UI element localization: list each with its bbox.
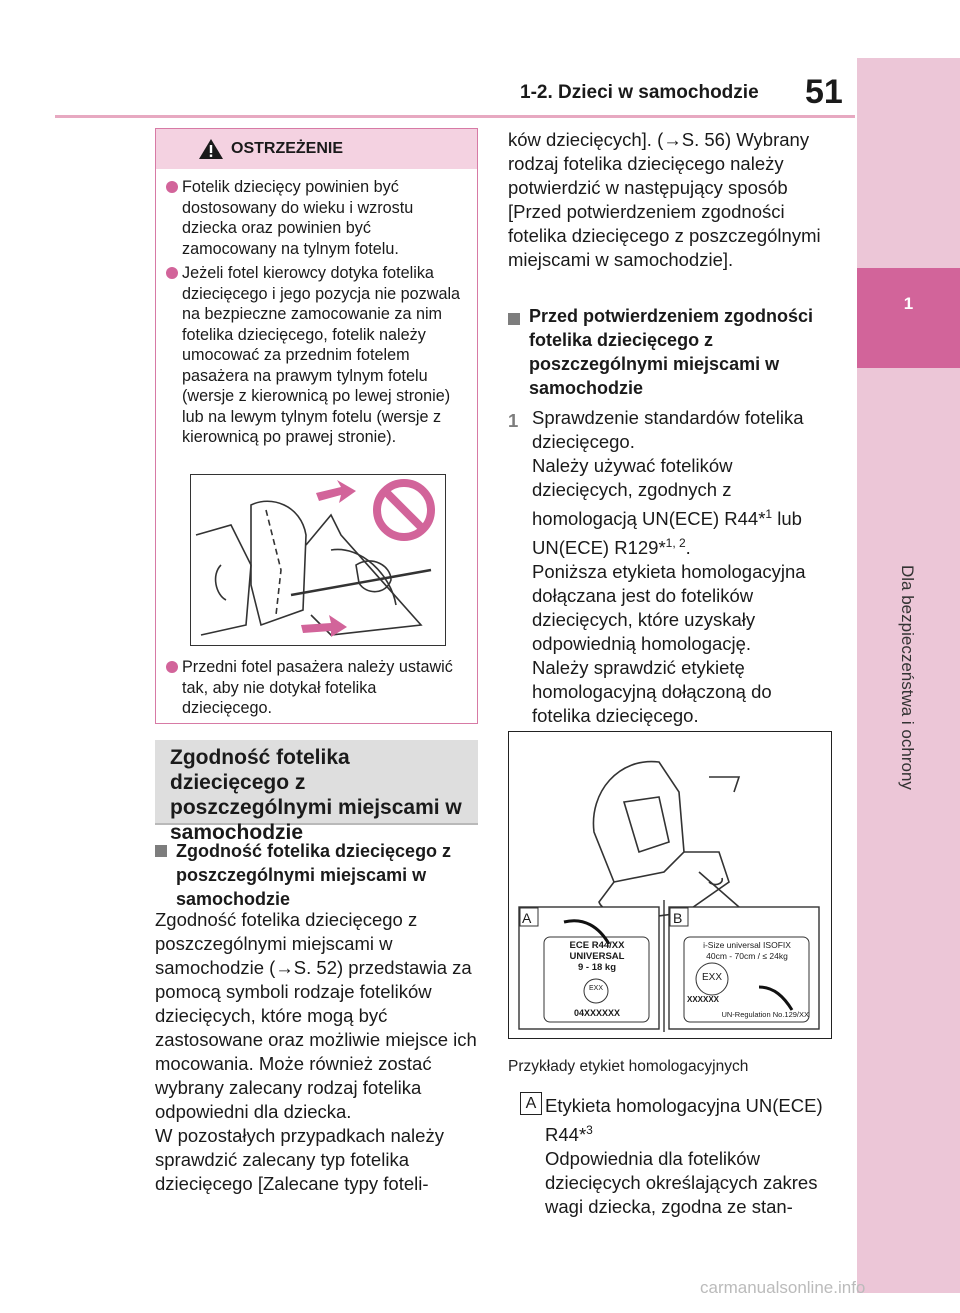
child-seat-collision-illustration xyxy=(190,474,446,646)
chapter-title: Dla bezpieczeństwa i ochrony xyxy=(898,565,917,790)
header-rule xyxy=(55,115,855,118)
label-b-regulation: UN-Regulation No.129/XX xyxy=(721,1010,809,1019)
warning-item: Jeżeli fotel kierowcy dotyka fotelika dz… xyxy=(166,263,466,448)
body-paragraph: ków dziecięcych]. (→S. 56) Wybrany rodza… xyxy=(508,129,821,270)
square-bullet-icon xyxy=(508,313,520,325)
label-a-mark: EXX xyxy=(588,985,603,992)
label-b-code: XXXXXX xyxy=(687,995,720,1004)
chapter-number: 1 xyxy=(903,294,914,313)
bullet-icon xyxy=(166,661,178,673)
label-a-description: Etykieta homologacyjna UN(ECE) R44*3 Odp… xyxy=(545,1095,823,1218)
side-tab xyxy=(857,58,960,1293)
step-number: 1 xyxy=(508,410,519,431)
body-paragraph: Zgodność fotelika dziecięcego z poszczeg… xyxy=(155,909,477,1194)
label-a-text: ECE R44/XX UNIVERSAL 9 - 18 kg xyxy=(569,940,625,973)
subheading: Przed potwierdzeniem zgodności fotelika … xyxy=(529,306,814,398)
page-number: 51 xyxy=(805,73,843,111)
label-b-tag: B xyxy=(673,910,683,926)
warning-title: OSTRZEŻENIE xyxy=(231,140,344,157)
figure-caption: Przykłady etykiet homologacyjnych xyxy=(508,1058,749,1075)
watermark: carmanualsonline.info xyxy=(700,1278,866,1297)
warning-triangle-icon xyxy=(199,139,223,159)
section-heading: Zgodność fotelika dziecięcego z poszczeg… xyxy=(155,740,478,844)
label-b-text: i-Size universal ISOFIX 40cm - 70cm / ≤ … xyxy=(703,940,791,961)
running-header: 1-2. Dzieci w samochodzie xyxy=(520,82,759,103)
subheading: Zgodność fotelika dziecięcego z poszczeg… xyxy=(176,841,452,909)
step-text: Sprawdzenie standardów fotelika dziecięc… xyxy=(532,407,806,727)
warning-item: Przedni fotel pasażera należy ustawić ta… xyxy=(166,657,466,719)
bullet-icon xyxy=(166,267,178,279)
label-a-marker: A xyxy=(520,1092,542,1115)
label-b-mark: EXX xyxy=(701,972,722,983)
child-seat-label-drawing-icon xyxy=(518,760,820,1032)
bullet-icon xyxy=(166,181,178,193)
homologation-label-figure: A B ECE R44/XX UNIVERSAL 9 - 18 kg EXX 0… xyxy=(508,731,832,1039)
chapter-tab: 1 xyxy=(857,268,960,368)
seat-contact-drawing-icon xyxy=(195,479,435,637)
warning-header: OSTRZEŻENIE xyxy=(156,129,477,169)
square-bullet-icon xyxy=(155,845,167,857)
warning-box: OSTRZEŻENIE Fotelik dziecięcy powinien b… xyxy=(155,128,478,724)
warning-item: Fotelik dziecięcy powinien być dostosowa… xyxy=(166,177,466,259)
label-a-tag: A xyxy=(522,910,532,926)
label-a-code: 04XXXXXX xyxy=(573,1008,621,1018)
